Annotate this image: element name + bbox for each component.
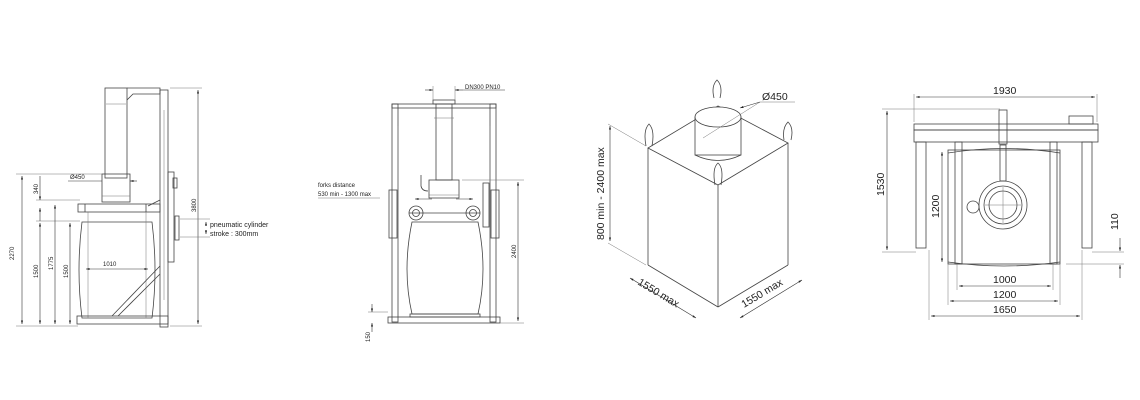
lift-loop bbox=[713, 162, 723, 186]
dim-2270: 2270 bbox=[10, 246, 16, 260]
dim-2400: 2400 bbox=[512, 244, 518, 258]
dim-1500-a: 1500 bbox=[34, 264, 40, 278]
base-frame bbox=[387, 316, 501, 324]
front-view: DN300 PN10 forks distance 530 min - 1300… bbox=[318, 85, 524, 342]
pneumatic-cylinder bbox=[174, 215, 180, 241]
dim-340: 340 bbox=[34, 183, 40, 194]
spout-body bbox=[428, 179, 460, 199]
dim-diameter-450: Ø450 bbox=[70, 175, 85, 181]
discharge-tube bbox=[435, 103, 453, 181]
mast bbox=[998, 109, 1008, 145]
base-frame bbox=[76, 315, 169, 325]
dim-1000: 1000 bbox=[993, 274, 1017, 286]
valve-actuator bbox=[966, 200, 980, 214]
bag-outline bbox=[78, 221, 156, 319]
top-flange bbox=[432, 99, 456, 105]
dim-1650: 1650 bbox=[993, 304, 1017, 316]
bag-outline bbox=[947, 149, 1061, 265]
right-fork-plate bbox=[490, 189, 500, 239]
right-leg bbox=[1081, 141, 1093, 249]
lift-loop bbox=[712, 79, 722, 99]
left-fork-plate bbox=[388, 189, 398, 239]
discharge-tube bbox=[104, 87, 128, 179]
note-stroke: stroke : 300mm bbox=[210, 231, 258, 238]
frame-beam bbox=[77, 203, 161, 213]
cylinder-plate bbox=[167, 171, 175, 263]
dim-1930: 1930 bbox=[993, 85, 1017, 97]
left-leg bbox=[915, 141, 927, 249]
top-arm bbox=[126, 87, 161, 101]
dim-150: 150 bbox=[366, 331, 372, 342]
dim-1775: 1775 bbox=[49, 256, 55, 270]
note-forks-distance: forks distance bbox=[318, 183, 356, 189]
bag-outline bbox=[406, 221, 484, 315]
dim-bag-spout-450: Ø450 bbox=[762, 91, 788, 103]
gear bbox=[1068, 115, 1094, 125]
dim-110: 110 bbox=[1109, 213, 1121, 230]
lift-loop bbox=[644, 123, 654, 147]
note-pneumatic-cylinder: pneumatic cylinder bbox=[210, 222, 269, 229]
dim-1530: 1530 bbox=[875, 172, 887, 196]
elbow-pipe bbox=[420, 175, 429, 192]
top-rail bbox=[913, 123, 1099, 131]
side-view: 2270 340 1500 1775 1500 Ø450 1010 3800 p… bbox=[10, 87, 269, 328]
dim-bag-width-right: 1550 max bbox=[739, 276, 785, 310]
frame-top bbox=[913, 129, 1099, 143]
frame-top bbox=[391, 103, 497, 109]
dim-1010: 1010 bbox=[103, 262, 117, 268]
note-forks-range: 530 min - 1300 max bbox=[318, 192, 371, 198]
dim-1500-b: 1500 bbox=[64, 264, 70, 278]
dim-1200-vertical: 1200 bbox=[930, 194, 942, 218]
big-bag-isometric: Ø450 800 min - 2400 max 1550 max 1550 ma… bbox=[595, 79, 803, 319]
dim-bag-height: 800 min - 2400 max bbox=[595, 146, 607, 240]
top-view: 1930 1530 1200 110 1000 1200 1650 bbox=[875, 85, 1124, 320]
dim-1200-horizontal: 1200 bbox=[993, 289, 1017, 301]
dim-dn300: DN300 PN10 bbox=[465, 85, 501, 91]
spout-top bbox=[694, 106, 742, 128]
dim-3800: 3800 bbox=[192, 198, 198, 212]
pallet bbox=[409, 313, 481, 318]
spout bbox=[101, 173, 131, 203]
lift-loop bbox=[783, 121, 793, 141]
